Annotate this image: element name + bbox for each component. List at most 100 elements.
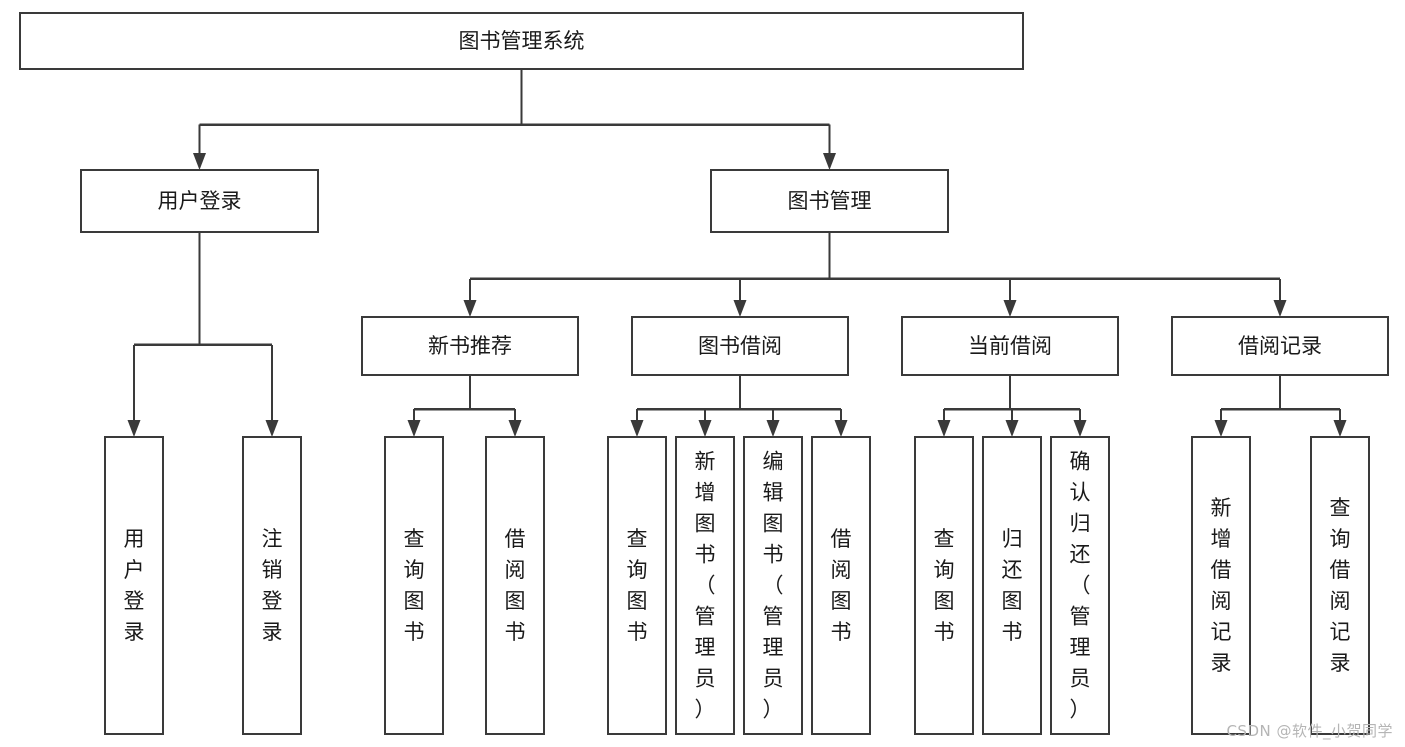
arrow-head-leaf-edit-book-admin [766, 420, 780, 437]
arrow-head-leaf-user-login [127, 420, 141, 437]
node-label-book-management: 图书管理 [788, 189, 872, 213]
node-label-char: （ [1070, 573, 1091, 597]
node-label-char: 记 [1330, 620, 1351, 644]
node-label-char: 图 [763, 511, 784, 535]
node-box-leaf-add-borrow-record [1190, 435, 1252, 736]
node-label-user-login: 用户登录 [158, 189, 242, 213]
arrow-head-leaf-logout [265, 420, 279, 437]
node-label-char: 借 [505, 527, 526, 551]
arrow-head-leaf-add-borrow-record [1214, 420, 1228, 437]
node-label-new-book-recommend: 新书推荐 [428, 334, 512, 358]
node-box-leaf-borrow-book-recommend [484, 435, 546, 736]
arrow-head-leaf-borrow-book [834, 420, 848, 437]
node-label-char: 录 [1330, 651, 1351, 675]
node-label-char: 员 [1070, 666, 1091, 690]
node-label-char: 归 [1070, 511, 1091, 535]
node-label-char: 图 [934, 589, 955, 613]
node-book-borrow[interactable]: 图书借阅 [630, 315, 850, 377]
node-box-leaf-query-book-recommend [383, 435, 445, 736]
arrow-head-leaf-query-book-borrow [630, 420, 644, 437]
connector-layer [127, 69, 1347, 437]
node-leaf-user-login[interactable]: 用户登录 [103, 435, 165, 736]
node-label-borrow-records: 借阅记录 [1238, 334, 1322, 358]
node-label-char: 编 [763, 449, 784, 473]
node-label-char: 书 [763, 542, 784, 566]
arrow-head-leaf-confirm-return-admin [1073, 420, 1087, 437]
node-label-char: 阅 [831, 558, 852, 582]
node-label-char: ） [763, 697, 784, 721]
node-label-char: 户 [124, 558, 145, 582]
node-label-char: 管 [1070, 604, 1091, 628]
node-label-char: 理 [695, 635, 716, 659]
node-label-char: 录 [262, 620, 283, 644]
node-user-login[interactable]: 用户登录 [79, 168, 320, 234]
node-label-char: 图 [404, 589, 425, 613]
arrow-head-leaf-query-book-recommend [407, 420, 421, 437]
node-label-char: 还 [1070, 542, 1091, 566]
node-current-borrow[interactable]: 当前借阅 [900, 315, 1120, 377]
node-label-char: 书 [1002, 620, 1023, 644]
node-label-char: ） [1070, 697, 1091, 721]
node-label-char: 还 [1002, 558, 1023, 582]
node-label-char: 辑 [763, 480, 784, 504]
node-box-borrow-records [1170, 315, 1390, 377]
node-label-char: 销 [262, 558, 283, 582]
node-box-book-management [709, 168, 950, 234]
arrow-head-user-login [193, 153, 206, 170]
node-label-char: 书 [404, 620, 425, 644]
node-label-root: 图书管理系统 [459, 29, 585, 53]
node-new-book-recommend[interactable]: 新书推荐 [360, 315, 580, 377]
node-layer: 图书管理系统用户登录图书管理新书推荐图书借阅当前借阅借阅记录用户登录注销登录查询… [18, 11, 1390, 736]
node-label-char: 图 [627, 589, 648, 613]
node-label-char: ） [695, 697, 716, 721]
node-label-char: 管 [695, 604, 716, 628]
node-label-char: 书 [934, 620, 955, 644]
node-root[interactable]: 图书管理系统 [18, 11, 1025, 71]
arrow-head-borrow-records [1273, 300, 1287, 317]
node-label-char: 书 [831, 620, 852, 644]
arrow-head-leaf-borrow-book-recommend [508, 420, 522, 437]
arrow-head-leaf-return-book [1005, 420, 1019, 437]
node-book-management[interactable]: 图书管理 [709, 168, 950, 234]
node-box-root [18, 11, 1025, 71]
arrow-head-book-management [823, 153, 836, 170]
node-label-char: 增 [1211, 527, 1232, 551]
node-borrow-records[interactable]: 借阅记录 [1170, 315, 1390, 377]
node-label-char: 新 [1211, 496, 1232, 520]
node-label-char: 查 [934, 527, 955, 551]
node-label-char: 图 [1002, 589, 1023, 613]
node-label-char: 用 [124, 527, 145, 551]
node-label-book-borrow: 图书借阅 [698, 334, 782, 358]
node-label-char: 图 [695, 511, 716, 535]
node-label-char: 管 [763, 604, 784, 628]
node-label-char: 登 [124, 589, 145, 613]
node-box-leaf-logout [241, 435, 303, 736]
node-label-char: 查 [627, 527, 648, 551]
node-label-char: （ [763, 573, 784, 597]
node-label-char: 查 [1330, 496, 1351, 520]
node-box-user-login [79, 168, 320, 234]
node-label-char: 询 [627, 558, 648, 582]
arrow-head-leaf-query-book-current [937, 420, 951, 437]
node-box-leaf-confirm-return-admin [1049, 435, 1111, 736]
node-box-leaf-edit-book-admin [742, 435, 804, 736]
node-box-current-borrow [900, 315, 1120, 377]
node-label-char: 借 [1211, 558, 1232, 582]
node-box-leaf-borrow-book [810, 435, 872, 736]
node-box-leaf-query-book-borrow [606, 435, 668, 736]
node-box-leaf-return-book [981, 435, 1043, 736]
node-label-char: 图 [505, 589, 526, 613]
